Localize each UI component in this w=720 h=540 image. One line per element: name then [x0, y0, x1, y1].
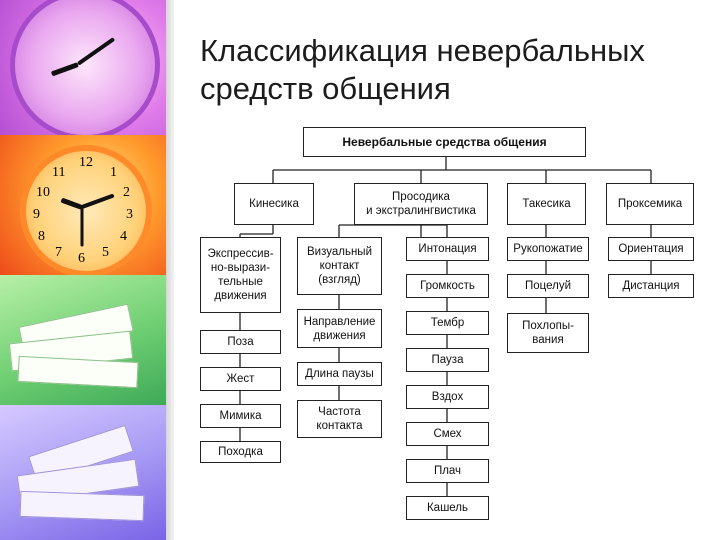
decorative-image-strip: 12 1 2 3 4 5 6 7 8 9 10 11 [0, 0, 166, 540]
prosodika-voice-item: Смех [406, 422, 489, 446]
purple-papers-image [0, 405, 166, 540]
kinesika-item: Мимика [200, 404, 281, 428]
clock-numeral: 12 [79, 155, 93, 170]
clock-numeral: 1 [110, 165, 117, 180]
takesika-item: Похлопы- вания [507, 313, 589, 353]
prosodika-visual-item: Длина паузы [297, 362, 382, 386]
diagram-root-node: Невербальные средства общения [303, 127, 586, 157]
prosodika-visual-item: Визуальный контакт (взгляд) [297, 237, 382, 295]
clock-numeral: 11 [52, 165, 66, 180]
clock-numeral: 8 [38, 229, 45, 244]
prosodika-voice-item: Кашель [406, 496, 489, 520]
kinesika-item: Поза [200, 330, 281, 354]
clock-numeral: 4 [120, 229, 127, 244]
takesika-item: Поцелуй [507, 274, 589, 298]
slide-title: Классификация невербальных средств общен… [200, 33, 645, 106]
orange-clock-image: 12 1 2 3 4 5 6 7 8 9 10 11 [0, 135, 166, 275]
clock-numeral: 9 [33, 207, 40, 222]
category-prosodika: Просодика и экстралингвистика [354, 183, 488, 225]
category-kinesika: Кинесика [234, 183, 314, 225]
category-proksemika: Проксемика [606, 183, 694, 225]
prosodika-voice-item: Плач [406, 459, 489, 483]
clock-numeral: 6 [78, 251, 85, 266]
prosodika-voice-item: Вздох [406, 385, 489, 409]
prosodika-voice-item: Тембр [406, 311, 489, 335]
clock-numeral: 7 [55, 245, 62, 260]
prosodika-visual-item: Частота контакта [297, 400, 382, 438]
takesika-item: Рукопожатие [507, 237, 589, 261]
divider [166, 0, 174, 540]
prosodika-visual-item: Направление движения [297, 309, 382, 348]
clock-numeral: 2 [123, 185, 130, 200]
prosodika-voice-item: Громкость [406, 274, 489, 298]
clock-numeral: 10 [36, 185, 50, 200]
proksemika-item: Дистанция [608, 274, 694, 298]
purple-clock-image [0, 0, 166, 135]
kinesika-item: Экспрессив- но-вырази- тельные движения [200, 237, 281, 313]
category-takesika: Такесика [507, 183, 586, 225]
clock-numeral: 5 [102, 245, 109, 260]
clock-numeral: 3 [126, 207, 133, 222]
green-papers-image [0, 275, 166, 405]
prosodika-voice-item: Пауза [406, 348, 489, 372]
proksemika-item: Ориентация [608, 237, 694, 261]
kinesika-item: Походка [200, 441, 281, 463]
kinesika-item: Жест [200, 367, 281, 391]
prosodika-voice-item: Интонация [406, 237, 489, 261]
